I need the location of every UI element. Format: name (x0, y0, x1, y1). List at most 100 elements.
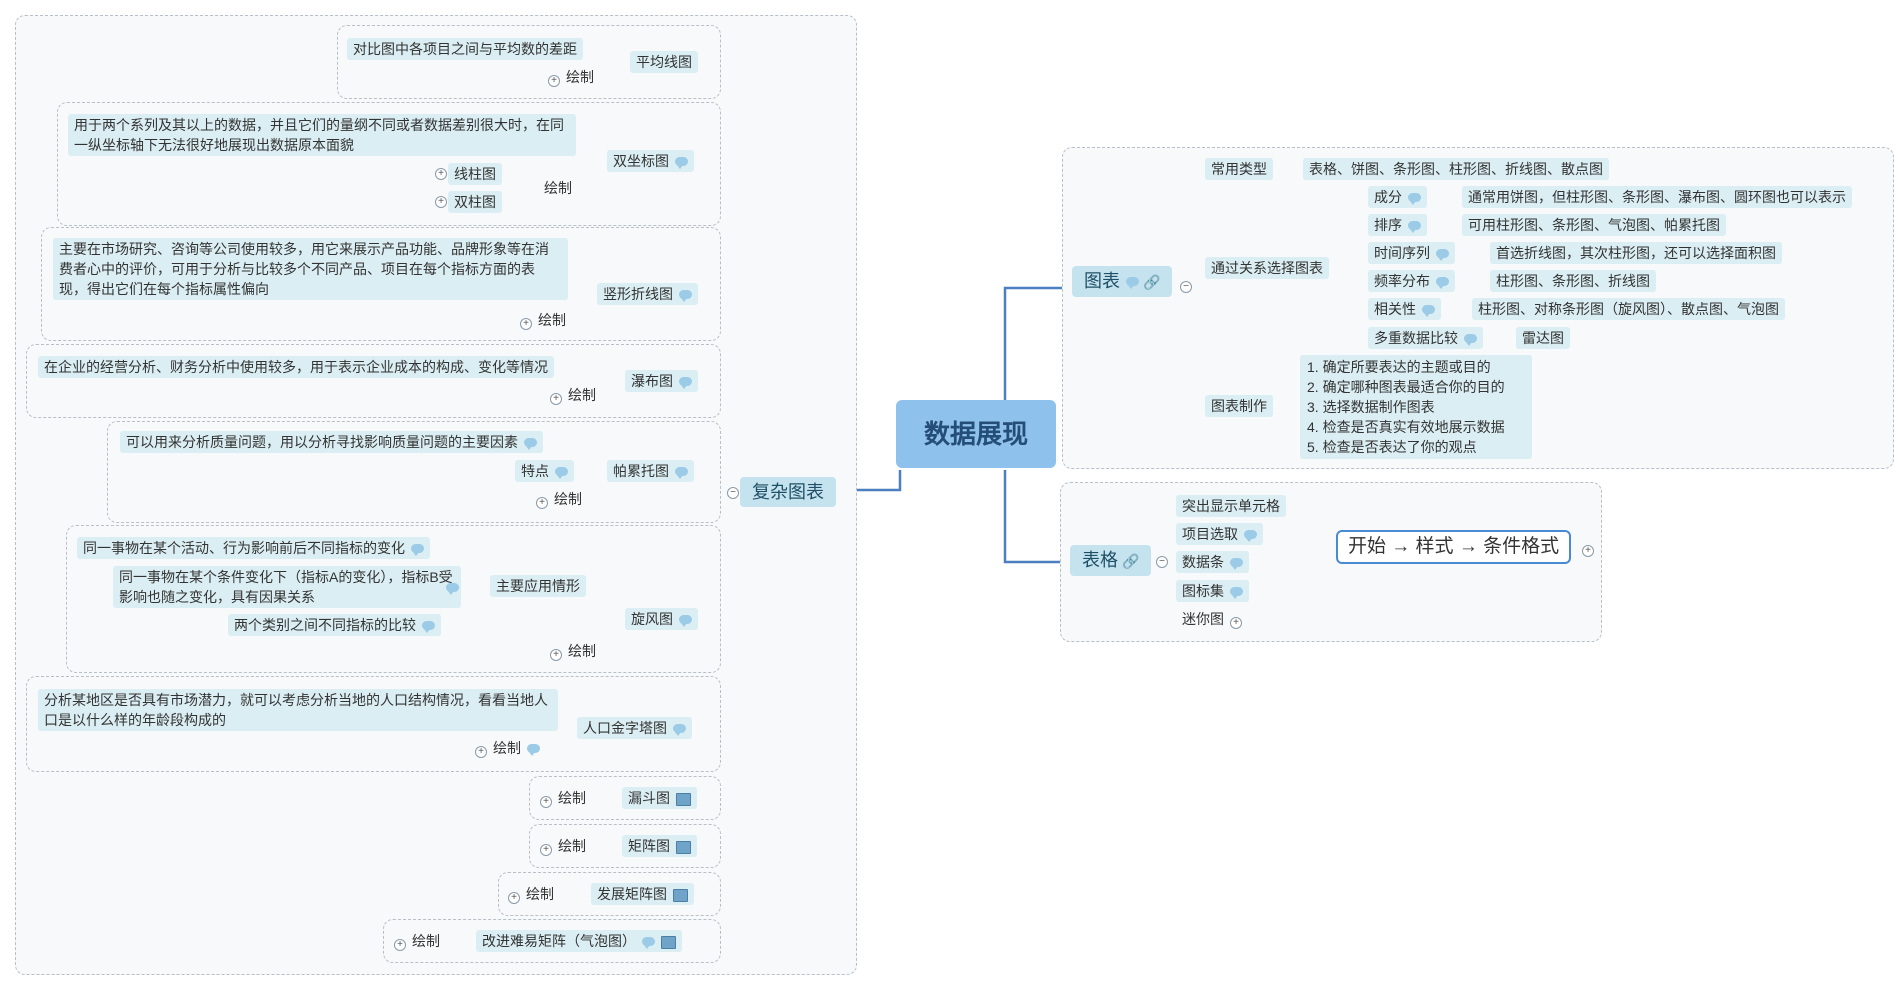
link-icon[interactable]: 🔗 (1143, 274, 1161, 291)
group-title-average-line[interactable]: 平均线图 (630, 51, 698, 73)
common-type-value: 表格、饼图、条形图、柱形图、折线图、散点图 (1303, 158, 1609, 180)
table-item[interactable]: 图标集 (1176, 580, 1249, 602)
table-topic[interactable]: 表格🔗 (1070, 545, 1152, 577)
make-node[interactable]: 图表制作 (1205, 395, 1273, 417)
sub-item[interactable]: 线柱图 (448, 163, 502, 185)
root-topic[interactable]: 数据展现 (896, 400, 1057, 468)
relation-value: 柱形图、条形图、折线图 (1490, 270, 1656, 292)
draw-node[interactable]: +绘制 (540, 835, 592, 857)
group-label: 双坐标图 (613, 153, 669, 169)
relation-value: 通常用饼图，但柱形图、条形图、瀑布图、圆环图也可以表示 (1462, 186, 1852, 208)
comment-icon[interactable] (1230, 557, 1243, 570)
comment-icon[interactable] (675, 466, 688, 479)
relation-item[interactable]: 成分 (1368, 186, 1427, 208)
group-label: 竖形折线图 (603, 286, 673, 302)
relation-item[interactable]: 频率分布 (1368, 270, 1455, 292)
comment-icon[interactable] (1244, 529, 1257, 542)
comment-icon[interactable] (679, 614, 692, 627)
collapse-toggle[interactable]: − (1180, 281, 1192, 293)
collapse-toggle[interactable]: − (1156, 556, 1168, 568)
relation-item[interactable]: 排序 (1368, 214, 1427, 236)
comment-icon[interactable] (411, 543, 424, 556)
group-title-waterfall[interactable]: 瀑布图 (625, 370, 698, 392)
table-label: 表格 (1082, 550, 1118, 570)
group-title-pareto[interactable]: 帕累托图 (607, 460, 694, 482)
comment-icon[interactable] (524, 437, 537, 450)
relation-value: 柱形图、对称条形图（旋风图）、散点图、气泡图 (1472, 298, 1785, 320)
group-title-vertical-line[interactable]: 竖形折线图 (597, 283, 698, 305)
draw-node[interactable]: +绘制 (475, 737, 546, 759)
comment-icon[interactable] (1230, 586, 1243, 599)
relation-item[interactable]: 时间序列 (1368, 242, 1455, 264)
group-title-matrix[interactable]: 矩阵图 (622, 835, 697, 857)
comment-icon[interactable] (555, 466, 568, 479)
step-item: 3. 选择数据制作图表 (1307, 399, 1435, 415)
step-item: 4. 检查是否真实有效地展示数据 (1307, 419, 1505, 435)
format-path[interactable]: 开始 → 样式 → 条件格式 (1336, 530, 1572, 564)
step-item: 5. 检查是否表达了你的观点 (1307, 439, 1477, 455)
draw-node[interactable]: +绘制 (550, 384, 602, 406)
draw-node[interactable]: +绘制 (394, 930, 446, 952)
common-type-node[interactable]: 常用类型 (1205, 158, 1273, 180)
chart-topic[interactable]: 图表 🔗 (1072, 266, 1173, 298)
comment-icon[interactable] (1408, 220, 1421, 233)
sheet-icon[interactable] (676, 840, 691, 854)
draw-node[interactable]: +绘制 (550, 640, 602, 662)
draw-node[interactable]: +绘制 (536, 488, 588, 510)
comment-icon[interactable] (527, 743, 540, 756)
comment-icon[interactable] (1126, 276, 1139, 289)
expand-toggle[interactable]: + (435, 196, 447, 208)
expand-toggle[interactable]: + (435, 168, 447, 180)
group-label: 发展矩阵图 (597, 886, 667, 902)
group-title-dual-axis[interactable]: 双坐标图 (607, 150, 694, 172)
comment-icon[interactable] (422, 620, 435, 633)
use-item: 同一事物在某个条件变化下（指标A的变化），指标B受影响也随之变化，具有因果关系 (113, 566, 461, 608)
comment-icon[interactable] (1436, 276, 1449, 289)
comment-icon[interactable] (1422, 304, 1435, 317)
comment-icon[interactable] (673, 723, 686, 736)
draw-node[interactable]: +绘制 (508, 883, 560, 905)
table-item[interactable]: 迷你图+ (1176, 608, 1242, 630)
relation-value: 雷达图 (1516, 327, 1570, 349)
sheet-icon[interactable] (673, 888, 688, 902)
link-icon[interactable]: 🔗 (1122, 553, 1140, 570)
group-desc: 对比图中各项目之间与平均数的差距 (347, 38, 583, 60)
group-title-funnel[interactable]: 漏斗图 (622, 787, 697, 809)
draw-node[interactable]: +绘制 (520, 309, 572, 331)
relation-item[interactable]: 相关性 (1368, 298, 1441, 320)
comment-icon[interactable] (679, 289, 692, 302)
collapse-toggle[interactable]: − (727, 487, 739, 499)
comment-icon[interactable] (1408, 192, 1421, 205)
group-title-tornado[interactable]: 旋风图 (625, 608, 698, 630)
draw-node[interactable]: +绘制 (540, 787, 592, 809)
comment-icon[interactable] (1436, 248, 1449, 261)
feature-node[interactable]: 特点 (515, 460, 574, 482)
comment-icon[interactable] (675, 156, 688, 169)
main-use-node[interactable]: 主要应用情形 (490, 575, 586, 597)
relation-item[interactable]: 多重数据比较 (1368, 327, 1483, 349)
step-item: 2. 确定哪种图表最适合你的目的 (1307, 379, 1505, 395)
chart-label: 图表 (1084, 271, 1120, 291)
sheet-icon[interactable] (676, 792, 691, 806)
sub-item[interactable]: 双柱图 (448, 191, 502, 213)
group-title-population-pyramid[interactable]: 人口金字塔图 (577, 717, 692, 739)
group-title-improve-matrix[interactable]: 改进难易矩阵（气泡图） (476, 930, 682, 952)
group-desc: 分析某地区是否具有市场潜力，就可以考虑分析当地的人口结构情况，看看当地人口是以什… (38, 689, 558, 731)
step-item: 1. 确定所要表达的主题或目的 (1307, 359, 1491, 375)
comment-icon[interactable] (679, 376, 692, 389)
comment-icon[interactable] (1464, 333, 1477, 346)
group-desc: 在企业的经营分析、财务分析中使用较多，用于表示企业成本的构成、变化等情况 (38, 356, 554, 378)
table-item[interactable]: 项目选取 (1176, 523, 1263, 545)
table-item[interactable]: 突出显示单元格 (1176, 495, 1286, 517)
comment-icon[interactable] (642, 936, 655, 949)
table-item[interactable]: 数据条 (1176, 551, 1249, 573)
comment-icon[interactable] (446, 583, 459, 595)
draw-node[interactable]: 绘制 (544, 180, 572, 196)
group-label: 平均线图 (636, 54, 692, 70)
draw-node[interactable]: +绘制 (548, 66, 600, 88)
group-title-growth-matrix[interactable]: 发展矩阵图 (591, 883, 694, 905)
expand-toggle[interactable]: + (1582, 545, 1594, 557)
complex-chart-topic[interactable]: 复杂图表 (740, 477, 836, 507)
sheet-icon[interactable] (661, 935, 676, 949)
relation-node[interactable]: 通过关系选择图表 (1205, 257, 1329, 279)
